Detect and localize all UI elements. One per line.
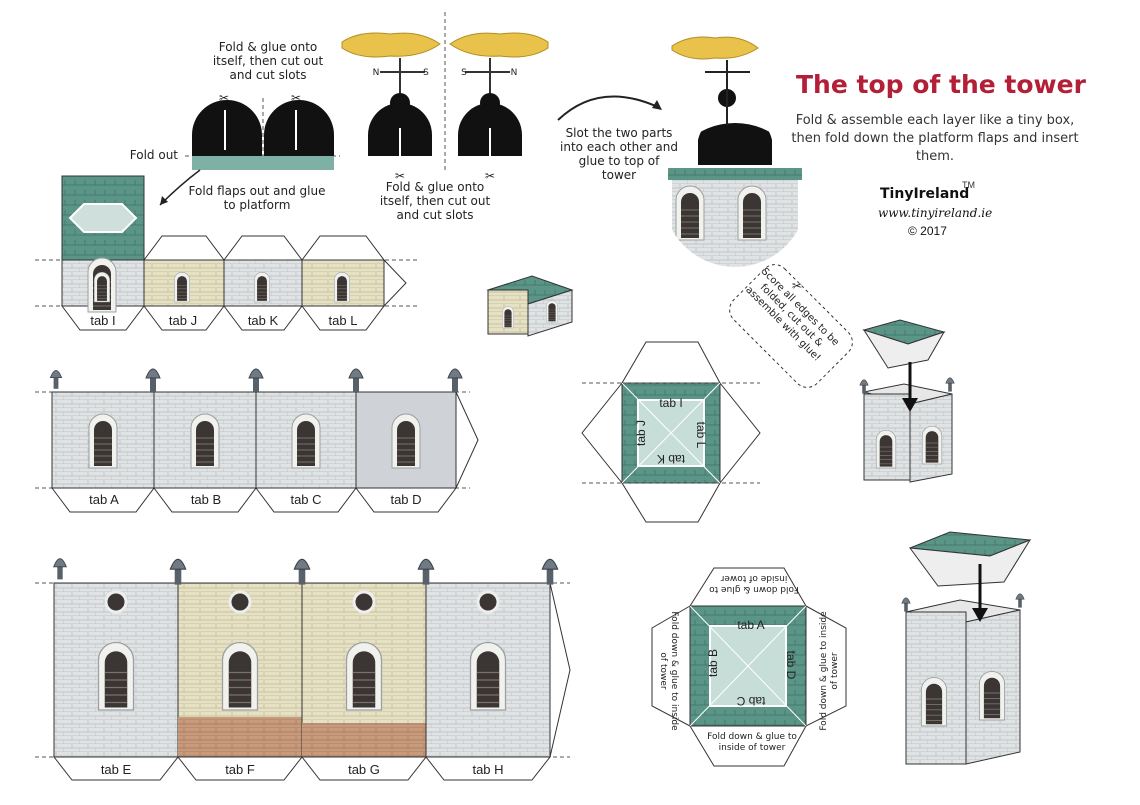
compass-s-right: S xyxy=(461,68,467,78)
copyright: © 2017 xyxy=(908,224,947,238)
platform-large-tab-b: tab B xyxy=(706,648,720,678)
tab-label-d: tab D xyxy=(390,492,422,507)
compass-n-left: N xyxy=(372,68,380,78)
wall-strip-row1 xyxy=(61,235,407,331)
brand-logo: TinyIreland xyxy=(880,186,970,202)
cut-slots xyxy=(224,110,491,156)
assembly-preview-1 xyxy=(859,319,955,483)
platform-small-tab-i: tab I xyxy=(659,396,683,410)
fold-glue-note-bottom: Fold & glue onto itself, then cut out an… xyxy=(379,180,491,222)
svg-text:✂: ✂ xyxy=(219,91,229,105)
tab-label-g: tab G xyxy=(348,762,380,777)
trademark-mark: TM xyxy=(962,180,975,190)
svg-text:✂: ✂ xyxy=(485,169,495,183)
platform-small-tab-k: tab K xyxy=(656,452,686,466)
wall-strip-row2 xyxy=(50,368,479,513)
fold-out-label: Fold out xyxy=(129,148,178,162)
tab-label-j: tab J xyxy=(168,313,198,328)
tab-label-b: tab B xyxy=(190,492,222,507)
tab-label-i: tab I xyxy=(90,313,116,328)
tab-label-c: tab C xyxy=(290,492,322,507)
tab-label-h: tab H xyxy=(472,762,504,777)
svg-text:✂: ✂ xyxy=(291,91,301,105)
fold-down-note-left: Fold down & glue to inside of tower xyxy=(658,611,679,731)
platform-large-tab-c: tab C xyxy=(736,694,766,708)
wall-strip-row3 xyxy=(52,558,571,781)
svg-text:✂: ✂ xyxy=(792,279,802,293)
fold-flaps-note: Fold flaps out and glue to platform xyxy=(188,184,326,212)
fold-down-note-bottom: Fold down & glue to inside of tower xyxy=(707,732,797,753)
dome-pieces xyxy=(192,93,522,156)
compass-s-left: S xyxy=(423,68,429,78)
fold-down-note-top: Fold down & glue to inside of tower xyxy=(709,573,799,594)
svg-text:✂: ✂ xyxy=(395,169,405,183)
instructions-text: Fold & assemble each layer like a tiny b… xyxy=(791,113,1079,164)
page-title: The top of the tower xyxy=(796,70,1086,99)
platform-large-tab-d: tab D xyxy=(784,650,798,680)
platform-small-tab-j: tab J xyxy=(634,420,648,447)
fold-glue-note-top: Fold & glue onto itself, then cut out an… xyxy=(212,40,324,82)
arrow-to-tower xyxy=(557,95,661,121)
platform-small-tab-l: tab L xyxy=(694,421,708,449)
tab-label-f: tab F xyxy=(225,762,255,777)
platform-net-large xyxy=(651,567,847,767)
platform-large-tab-a: tab A xyxy=(737,618,765,632)
assembly-preview-2 xyxy=(901,531,1032,765)
score-note-bubble xyxy=(729,264,853,388)
tab-label-l: tab L xyxy=(328,313,358,328)
tab-label-a: tab A xyxy=(89,492,119,507)
fold-down-note-right: Fold down & glue to inside of tower xyxy=(819,611,840,731)
compass-n-right: N xyxy=(510,68,518,78)
tab-label-e: tab E xyxy=(100,762,132,777)
scissors-icon: ✂ ✂ ✂ ✂ ✂ xyxy=(219,91,802,293)
slot-parts-note: Slot the two parts into each other and g… xyxy=(560,126,678,182)
tab-label-k: tab K xyxy=(247,313,279,328)
dome-fold-flap xyxy=(192,156,334,170)
assembled-box-preview xyxy=(486,275,574,337)
website-url: www.tinyireland.ie xyxy=(878,206,993,220)
platform-net-small xyxy=(581,341,761,523)
